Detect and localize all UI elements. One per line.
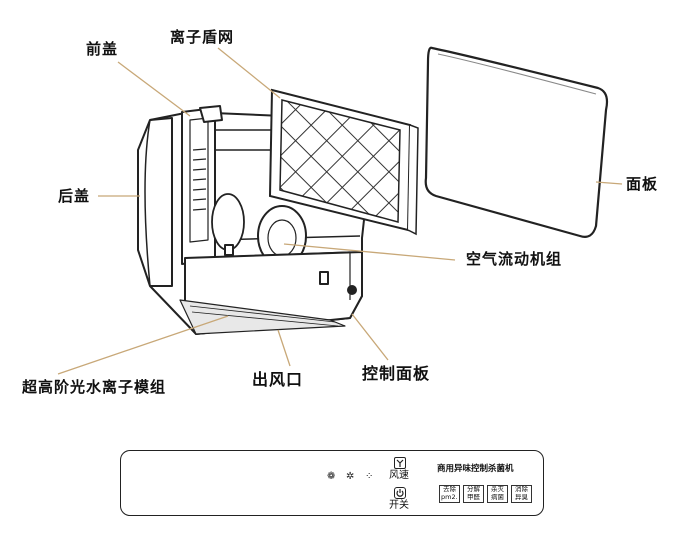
label-air-outlet: 出风口 [252,370,304,389]
label-front-cover: 前盖 [86,40,119,58]
exploded-view-diagram [57,46,623,375]
fan-speed-label: 风速 [389,470,409,481]
function-button-pm25[interactable]: 去除 pm2.5 [439,485,460,503]
front-panel [424,46,609,238]
function-button-odor[interactable]: 消除 异臭 [511,485,532,503]
label-photo-hydro-ion-module: 超高阶光水离子模组 [22,378,167,396]
power-button[interactable] [394,487,406,499]
speed-level-high-icon: ❁ [327,471,336,482]
device-title: 商用异味控制杀菌机 [437,464,514,474]
function-button-formaldehyde[interactable]: 分解 甲醛 [463,485,484,503]
label-panel: 面板 [626,175,659,193]
blower-left [211,193,245,251]
front-cover-vents [192,148,207,211]
fan-speed-button[interactable] [394,457,406,469]
power-icon [396,489,404,497]
air-outlet-slot [179,299,346,335]
leader-lines [57,47,623,375]
label-airflow-unit: 空气流动机组 [466,250,563,268]
speed-level-low-icon: ⁘ [365,471,374,482]
function-button-germs[interactable]: 杀灭 病菌 [487,485,508,503]
fan-icon [396,459,404,467]
label-back-cover: 后盖 [58,187,91,205]
label-control-panel: 控制面板 [362,364,431,383]
label-ion-shield-net: 离子盾网 [170,28,235,46]
speed-level-mid-icon: ✲ [346,471,355,482]
power-label: 开关 [389,500,409,511]
control-panel-illustration: ❁ ✲ ⁘ 风速 开关 商用异味控制杀菌机 去除 pm2.5 分解 甲醛 杀灭 … [120,450,544,516]
ion-shield-net [268,88,419,236]
